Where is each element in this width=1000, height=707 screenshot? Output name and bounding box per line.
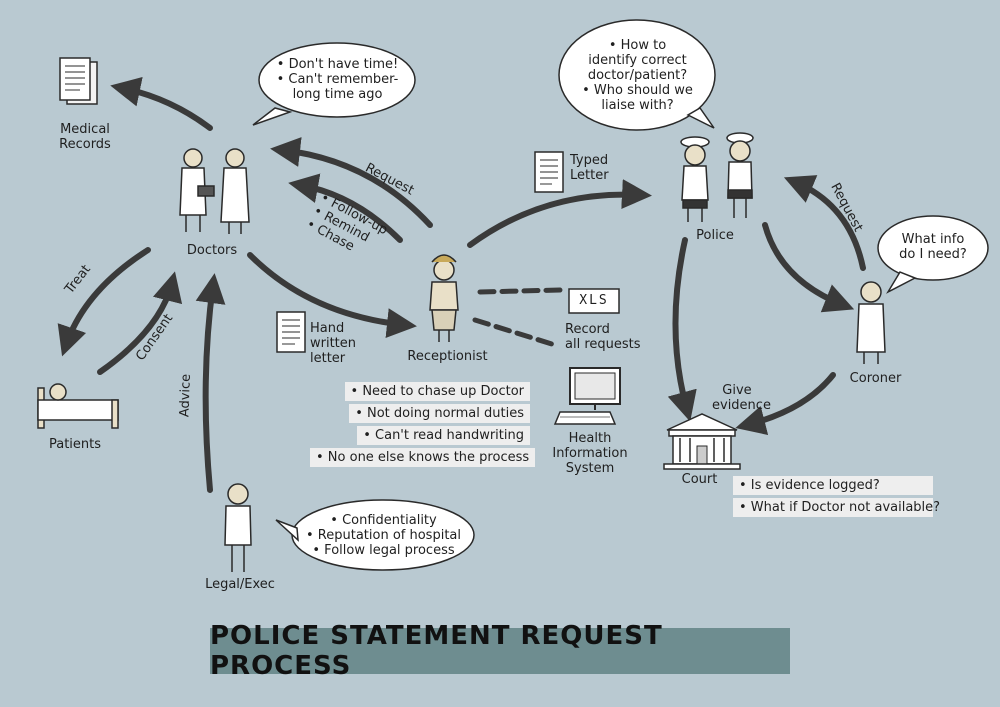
health-information-system-computer-icon [553, 367, 621, 425]
patient-in-bed-figure [37, 383, 119, 429]
receptionist-figure [429, 254, 459, 342]
arrow-police-to-court [667, 237, 697, 422]
node-label-police: Police [696, 228, 734, 243]
arrow-legal-advice-doctors [195, 273, 226, 493]
node-label-legal-exec: Legal/Exec [205, 577, 275, 592]
arrow-receptionist-to-police [467, 179, 652, 248]
xls-record-box [568, 288, 620, 314]
police-figure [680, 132, 754, 222]
arrow-doctors-treat-patients [57, 247, 151, 357]
note-receptionist: • Need to chase up Doctor • Not doing no… [310, 382, 536, 470]
doctors-figure [179, 148, 250, 234]
bubble-shape-police [558, 19, 716, 131]
dashed-link-receptionist-xls [477, 287, 563, 295]
node-label-patients: Patients [48, 437, 102, 452]
node-label-receptionist: Receptionist [407, 349, 488, 364]
arrow-doctors-to-records [110, 76, 213, 131]
typed-letter-icon [534, 151, 564, 193]
node-label-xls: XLS [579, 293, 609, 308]
bubble-shape-coroner [877, 215, 989, 281]
bubble-shape-doctors [258, 42, 416, 118]
node-label-coroner: Coroner [849, 371, 902, 386]
arrow-police-to-coroner [762, 222, 855, 313]
bubble-legal: • Confidentiality• Reputation of hospita… [305, 513, 461, 558]
arrow-doctors-to-receptionist [247, 252, 417, 339]
medical-records-icon [59, 57, 98, 105]
edge-label-advice: Advice [177, 373, 194, 418]
arrow-coroner-request-police [783, 175, 866, 271]
arrow-receptionist-followup-doctors [288, 173, 403, 243]
page-title: POLICE STATEMENT REQUEST PROCESS [210, 621, 663, 681]
legal-exec-figure [224, 483, 252, 572]
arrow-patients-consent-doctors [97, 271, 183, 375]
title-banner: POLICE STATEMENT REQUEST PROCESS [210, 621, 790, 681]
coroner-figure [856, 281, 886, 364]
arrow-coroner-evidence-court [735, 372, 836, 436]
note-court: • Is evidence logged? • What if Doctor n… [733, 476, 940, 520]
hand-written-letter-icon [276, 311, 306, 353]
arrow-receptionist-request-doctors [270, 137, 433, 228]
dashed-link-receptionist-his [472, 317, 558, 348]
court-building-icon [663, 413, 741, 470]
node-label-doctors: Doctors [186, 243, 238, 258]
node-label-court: Court [681, 472, 718, 487]
bubble-doctors: • Don't have time!• Can't remember-long … [276, 57, 399, 102]
